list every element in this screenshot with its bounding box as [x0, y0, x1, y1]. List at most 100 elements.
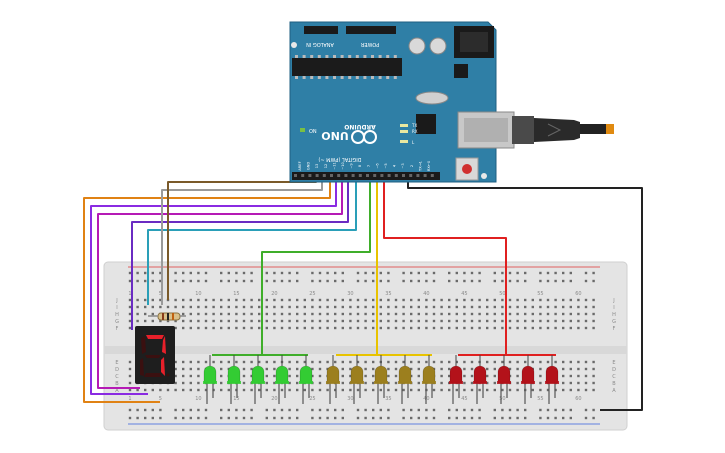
row-letter: F	[613, 326, 616, 332]
column-number-top: 55	[537, 291, 543, 297]
led-yellow[interactable]	[326, 355, 340, 404]
wire-purple-1[interactable]	[90, 176, 337, 395]
led-yellow[interactable]	[422, 355, 436, 404]
led-green[interactable]	[203, 355, 217, 404]
wire-purple-2[interactable]	[131, 176, 349, 330]
seven-segment-display[interactable]: 7	[135, 326, 175, 384]
digital-pin-label: 13	[315, 164, 319, 169]
column-number-bottom: 15	[233, 396, 239, 402]
led-green[interactable]	[227, 355, 241, 404]
wire-red[interactable]	[383, 176, 507, 355]
breadboard[interactable]: 1155101015152020252530303535404045455050…	[103, 261, 628, 431]
usb-cable[interactable]	[512, 116, 614, 144]
digital-pin-label: 7	[367, 165, 371, 167]
analog-in-label: ANALOG IN	[306, 41, 334, 47]
led-red[interactable]	[521, 355, 535, 404]
leds[interactable]	[203, 355, 559, 404]
row-letter: C	[612, 374, 616, 380]
column-number-bottom: 5	[159, 396, 162, 402]
seven-segment-segments	[140, 335, 166, 377]
power-header[interactable]	[346, 26, 396, 34]
segment-g	[145, 355, 161, 358]
row-letter: B	[612, 381, 616, 387]
column-number-top: 45	[461, 291, 467, 297]
column-number-bottom: 20	[271, 396, 277, 402]
led-red[interactable]	[497, 355, 511, 404]
wire-green[interactable]	[261, 176, 371, 355]
digital-pin-label: ~6	[375, 163, 379, 169]
digital-pin-label: ~3	[401, 163, 405, 168]
arduino-logo-icon	[351, 130, 377, 144]
led-yellow[interactable]	[398, 355, 412, 404]
row-letter: J	[115, 298, 117, 304]
row-letter: H	[115, 312, 119, 318]
led-red[interactable]	[473, 355, 487, 404]
row-letter: I	[116, 305, 117, 311]
reset-button-cap[interactable]	[462, 164, 472, 174]
led-red[interactable]	[545, 355, 559, 404]
wire-orange[interactable]	[83, 176, 331, 403]
digital-pin-label: ~11	[332, 162, 336, 170]
row-letter: J	[612, 298, 614, 304]
led-green[interactable]	[299, 355, 313, 404]
row-letter: D	[612, 367, 616, 373]
led-yellow[interactable]	[350, 355, 364, 404]
on-label: ON	[309, 129, 317, 135]
column-number-top: 30	[347, 291, 353, 297]
resistor[interactable]	[148, 312, 186, 321]
digital-pin-label: TX→1	[418, 161, 422, 172]
column-number-top: 25	[309, 291, 315, 297]
segment-e	[140, 358, 144, 376]
digital-pin-label: 4	[393, 164, 397, 167]
column-number-bottom: 55	[537, 396, 543, 402]
column-number-bottom: 50	[499, 396, 505, 402]
led-green[interactable]	[275, 355, 289, 404]
digital-pin-label: ~10	[341, 161, 345, 169]
column-number-top: 15	[233, 291, 239, 297]
segment-d	[144, 373, 162, 377]
rx-label: RX	[412, 129, 418, 134]
row-letter: E	[612, 360, 615, 366]
digital-pin-label: 8	[358, 164, 362, 167]
wires[interactable]	[83, 176, 643, 411]
column-number-top: 35	[385, 291, 391, 297]
column-number-top: 10	[195, 291, 201, 297]
row-letter: B	[115, 381, 119, 387]
digital-label: DIGITAL (PWM ~)	[318, 156, 361, 162]
wire-teal[interactable]	[147, 176, 357, 305]
column-number-bottom: 45	[461, 396, 467, 402]
wire-magenta[interactable]	[97, 176, 343, 389]
column-number-bottom: 30	[347, 396, 353, 402]
row-letter: I	[613, 305, 614, 311]
power-on-led	[300, 128, 305, 132]
column-number-top: 20	[271, 291, 277, 297]
led-yellow[interactable]	[374, 355, 388, 404]
column-number-top: 50	[499, 291, 505, 297]
row-letter: F	[116, 326, 119, 332]
row-letter: H	[612, 312, 616, 318]
column-number-bottom: 35	[385, 396, 391, 402]
column-number-top: 1	[128, 291, 131, 297]
analog-header[interactable]	[304, 26, 338, 34]
row-letter: G	[115, 319, 119, 325]
arduino-brand: ARDUINO	[344, 123, 375, 130]
column-number-bottom: 10	[195, 396, 201, 402]
digital-pin-label: GND	[307, 162, 311, 170]
breadboard-center-channel	[104, 346, 627, 354]
row-letter: A	[612, 388, 616, 394]
arduino-model: UNO	[321, 129, 349, 142]
wire-black-ground[interactable]	[407, 176, 643, 411]
arduino-uno[interactable]: ANALOG IN POWER TX RX L ON ARDUINO U	[289, 21, 515, 183]
segment-b	[162, 336, 166, 354]
tx-label: TX	[411, 123, 417, 128]
led-green[interactable]	[251, 355, 265, 404]
wire-gray[interactable]	[161, 176, 323, 305]
row-letter: D	[115, 367, 119, 373]
column-number-top: 40	[423, 291, 429, 297]
led-red[interactable]	[449, 355, 463, 404]
atmega-chip	[292, 58, 402, 76]
digital-header-pins[interactable]	[294, 174, 434, 177]
